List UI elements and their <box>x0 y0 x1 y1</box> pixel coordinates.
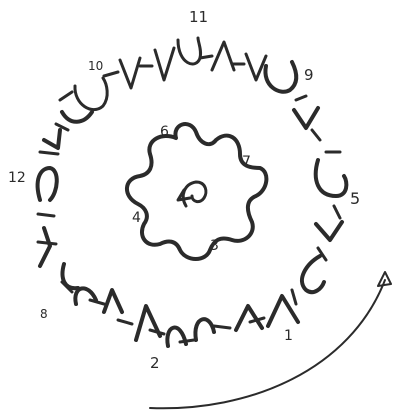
label-8: 8 <box>40 307 48 321</box>
ring-connector <box>214 326 230 328</box>
label-5: 5 <box>350 189 360 208</box>
label-1: 1 <box>284 328 293 344</box>
label-6: 6 <box>160 124 169 140</box>
label-7: 7 <box>242 154 251 170</box>
ring-connector <box>40 152 58 154</box>
label-10: 10 <box>88 59 103 73</box>
label-3: 3 <box>210 238 219 254</box>
label-2: 2 <box>150 354 160 372</box>
label-9: 9 <box>304 66 314 84</box>
ring-connector <box>200 56 212 58</box>
label-11: 11 <box>189 8 208 26</box>
label-4: 4 <box>132 210 141 226</box>
ring-connector <box>38 214 54 216</box>
label-12: 12 <box>8 170 26 186</box>
